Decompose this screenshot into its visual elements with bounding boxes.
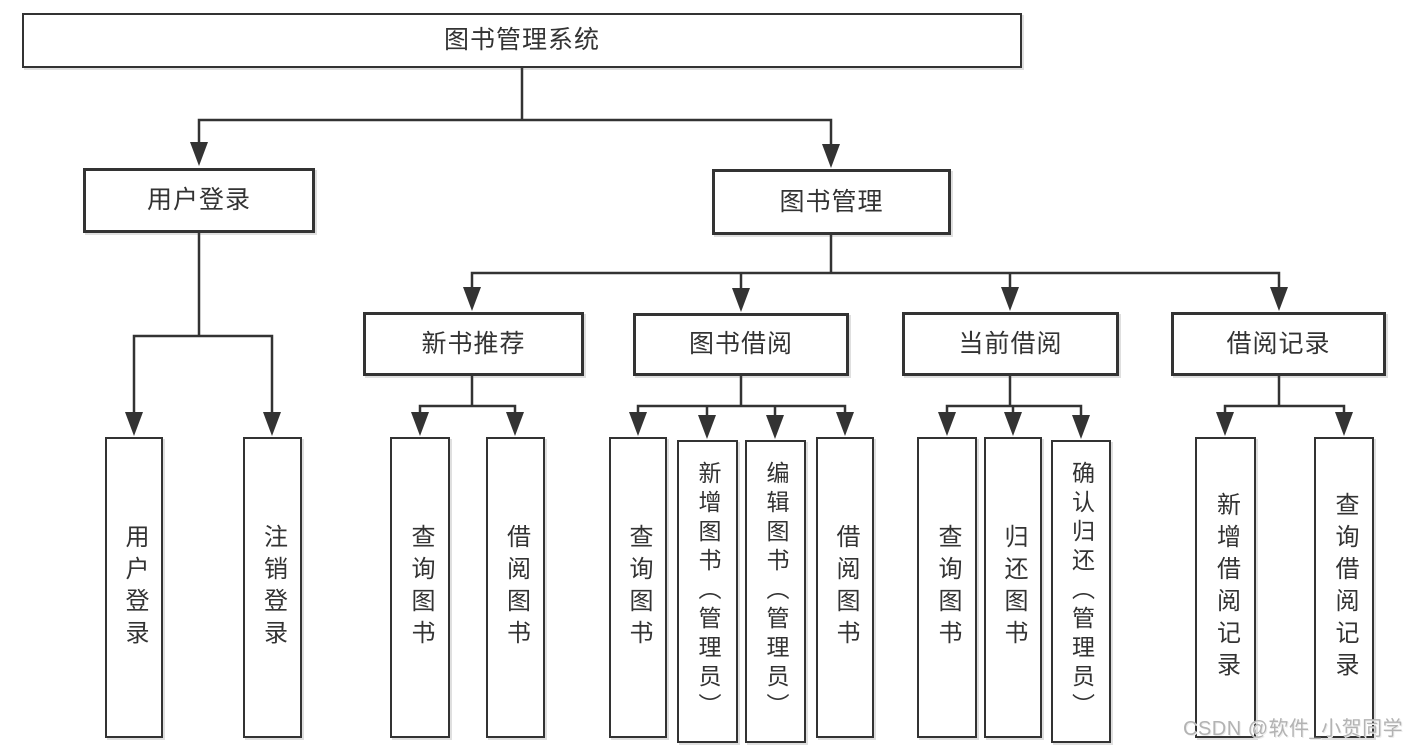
node-leaf-user-login-label: 用户登录 — [121, 523, 148, 652]
node-leaf-query-borrow-record-label: 查询借阅记录 — [1331, 491, 1358, 684]
node-leaf-add-borrow-record: 新增借阅记录 — [1195, 437, 1256, 738]
node-library-system: 图书管理系统 — [22, 13, 1022, 68]
node-leaf-query-books-2-label: 查询图书 — [625, 523, 652, 652]
arrowhead-icons — [125, 142, 1353, 439]
node-leaf-edit-books-admin-label: 编辑图书（管理员） — [763, 461, 789, 722]
node-leaf-confirm-return-admin-label: 确认归还（管理员） — [1068, 461, 1095, 722]
node-leaf-add-borrow-record-label: 新增借阅记录 — [1212, 491, 1240, 684]
node-book-management-label: 图书管理 — [779, 187, 884, 216]
node-book-management: 图书管理 — [712, 169, 951, 235]
tree-edges — [132, 66, 1346, 419]
node-user-login: 用户登录 — [83, 168, 315, 233]
node-leaf-borrow-books-2: 借阅图书 — [816, 437, 874, 738]
node-user-login-label: 用户登录 — [146, 186, 251, 214]
node-current-borrowing-label: 当前借阅 — [958, 329, 1063, 358]
watermark: CSDN @软件_小贺同学 — [1183, 718, 1404, 740]
node-leaf-query-borrow-record: 查询借阅记录 — [1314, 437, 1374, 738]
node-leaf-confirm-return-admin: 确认归还（管理员） — [1051, 440, 1111, 743]
node-leaf-query-books-3-label: 查询图书 — [934, 523, 961, 652]
node-leaf-query-books-2: 查询图书 — [609, 437, 667, 738]
node-leaf-add-books-admin-label: 新增图书（管理员） — [695, 461, 721, 722]
node-leaf-add-books-admin: 新增图书（管理员） — [677, 440, 738, 743]
node-leaf-borrow-books-2-label: 借阅图书 — [832, 523, 859, 652]
node-leaf-query-books-3: 查询图书 — [917, 437, 977, 738]
node-leaf-logout-label: 注销登录 — [259, 523, 287, 652]
node-book-borrowing-label: 图书借阅 — [688, 330, 793, 358]
node-borrowing-records: 借阅记录 — [1171, 312, 1386, 376]
node-new-book-recommend-label: 新书推荐 — [421, 329, 526, 358]
node-leaf-return-books: 归还图书 — [984, 437, 1042, 738]
node-new-book-recommend: 新书推荐 — [363, 312, 584, 376]
node-book-borrowing: 图书借阅 — [633, 313, 849, 376]
node-leaf-borrow-books-1-label: 借阅图书 — [502, 523, 530, 652]
node-leaf-return-books-label: 归还图书 — [1000, 523, 1027, 652]
node-leaf-borrow-books-1: 借阅图书 — [486, 437, 545, 738]
node-leaf-logout: 注销登录 — [243, 437, 302, 738]
node-current-borrowing: 当前借阅 — [902, 312, 1119, 376]
node-leaf-user-login: 用户登录 — [105, 437, 163, 738]
node-leaf-query-books-1: 查询图书 — [390, 437, 450, 738]
node-borrowing-records-label: 借阅记录 — [1226, 329, 1331, 358]
node-leaf-query-books-1-label: 查询图书 — [407, 523, 434, 652]
node-leaf-edit-books-admin: 编辑图书（管理员） — [745, 440, 806, 743]
node-library-system-label: 图书管理系统 — [443, 26, 600, 54]
